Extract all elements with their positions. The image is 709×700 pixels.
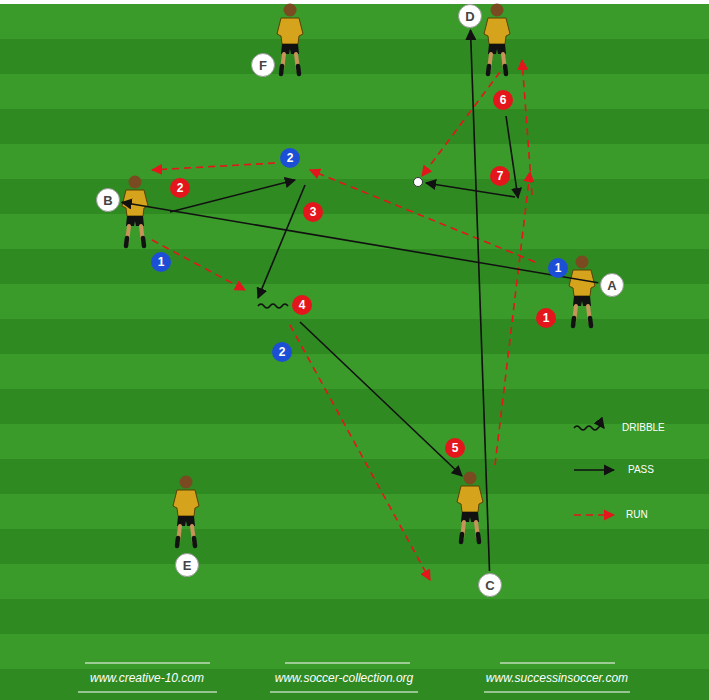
watermark: www.soccer-collection.org (275, 672, 414, 684)
callout-number: 1 (151, 252, 171, 272)
callout-number: 7 (490, 166, 510, 186)
callout-number: 1 (548, 258, 568, 278)
callout-number: 4 (292, 295, 312, 315)
callout-number: 1 (536, 308, 556, 328)
callout-number: 2 (170, 178, 190, 198)
pass-arrow (470, 30, 489, 571)
player-marker: B (96, 188, 120, 212)
watermark: www.creative-10.com (90, 672, 204, 684)
callout-number: 6 (493, 90, 513, 110)
legend-text: DRIBBLE (622, 423, 665, 433)
player-marker: A (600, 273, 624, 297)
callout-number: 2 (280, 148, 300, 168)
legend-text: RUN (626, 510, 648, 520)
callout-number: 2 (272, 342, 292, 362)
player-letter: B (103, 194, 112, 207)
player-letter: D (465, 10, 474, 23)
legend-text: PASS (628, 465, 654, 475)
player-letter: A (607, 279, 616, 292)
player-letter: F (259, 59, 267, 72)
player-marker: C (478, 573, 502, 597)
player-letter: C (485, 579, 494, 592)
player-marker: D (458, 4, 482, 28)
player-marker: F (251, 53, 275, 77)
pass-arrow (122, 202, 598, 282)
callout-number: 3 (303, 202, 323, 222)
player-marker: E (175, 553, 199, 577)
player-letter: E (183, 559, 192, 572)
callout-number: 5 (445, 438, 465, 458)
watermark: www.successinsoccer.com (486, 672, 628, 684)
